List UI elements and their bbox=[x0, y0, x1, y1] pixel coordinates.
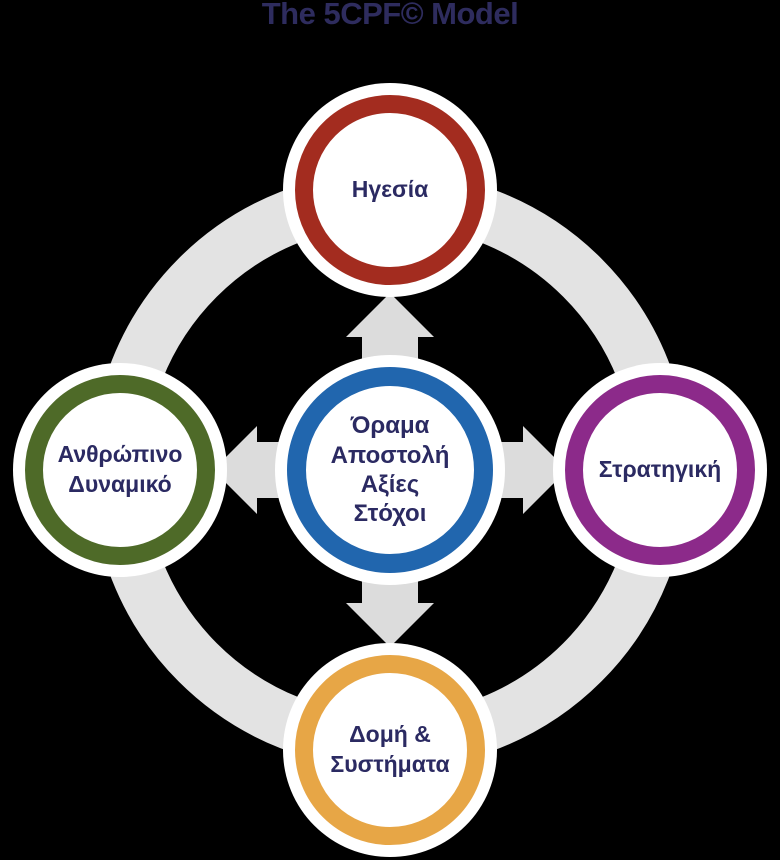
node-leadership-label: Ηγεσία bbox=[352, 175, 429, 205]
node-strategy: Στρατηγική bbox=[565, 375, 755, 565]
node-human-resources-label: Ανθρώπινο Δυναμικό bbox=[58, 440, 183, 500]
node-human-resources: Ανθρώπινο Δυναμικό bbox=[25, 375, 215, 565]
node-strategy-label: Στρατηγική bbox=[599, 455, 721, 485]
node-structure-systems-line-2: Συστήματα bbox=[330, 751, 450, 777]
node-structure-systems-line-1: Δομή & bbox=[349, 721, 431, 748]
node-human-resources-line-1: Ανθρώπινο bbox=[57, 441, 183, 468]
node-structure-systems: Δομή & Συστήματα bbox=[295, 655, 485, 845]
center-node-label: Όραμα Αποστολή Αξίες Στόχοι bbox=[331, 411, 450, 528]
center-node-line-1: Όραμα bbox=[350, 412, 430, 440]
node-leadership: Ηγεσία bbox=[295, 95, 485, 285]
node-strategy-line-1: Στρατηγική bbox=[598, 456, 722, 483]
center-node-line-4: Στόχοι bbox=[353, 500, 427, 528]
diagram-title: The 5CPF© Model bbox=[261, 0, 519, 31]
node-human-resources-line-2: Δυναμικό bbox=[68, 471, 172, 497]
node-structure-systems-label: Δομή & Συστήματα bbox=[330, 720, 449, 780]
node-leadership-line-1: Ηγεσία bbox=[351, 176, 429, 203]
node-vision-mission-values-goals: Όραμα Αποστολή Αξίες Στόχοι bbox=[287, 367, 493, 573]
center-node-line-2: Αποστολή bbox=[330, 441, 450, 469]
center-node-line-3: Αξίες bbox=[360, 471, 420, 498]
